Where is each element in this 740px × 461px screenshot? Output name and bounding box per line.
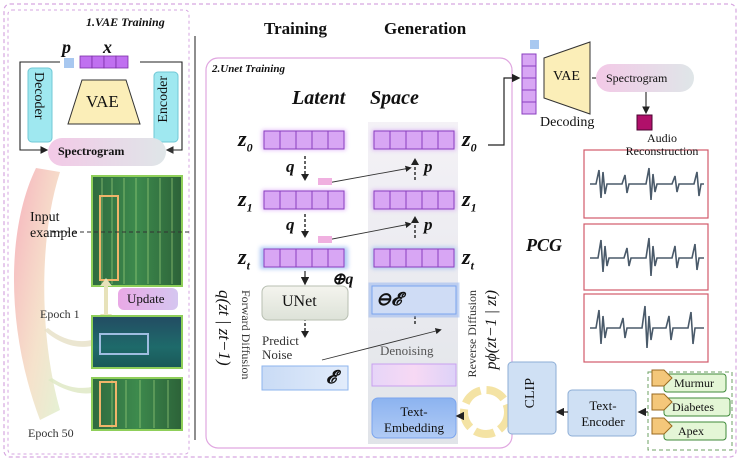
space-header: Space xyxy=(370,87,419,109)
unet-panel xyxy=(205,57,513,449)
vae-training-title: 1.VAE Training xyxy=(86,15,165,29)
output-spectrogram-label: Spectrogram xyxy=(606,71,668,85)
z1-label-right: z1 xyxy=(462,186,477,215)
latent-row-z1-left xyxy=(262,190,346,210)
output-vae-trapezoid xyxy=(543,41,591,115)
unet-label: UNet xyxy=(282,293,317,310)
pcg-panel-1 xyxy=(583,149,709,219)
audio-square xyxy=(636,114,653,131)
denoising-label: Denoising xyxy=(380,343,434,358)
latent-row-z0-right xyxy=(372,130,456,150)
z0-label-right: z0 xyxy=(462,126,477,155)
tag-apex-label: Apex xyxy=(678,424,704,438)
minus-eps-box xyxy=(371,285,457,315)
training-header: Training xyxy=(264,19,327,38)
spectrogram-label: Spectrogram xyxy=(58,144,125,158)
x-latent-cells xyxy=(79,55,129,69)
z1-label-left: z1 xyxy=(238,186,253,215)
output-vae-label: VAE xyxy=(553,69,580,84)
text-encoder-label: Text-Encoder xyxy=(581,398,625,430)
unet-box xyxy=(261,285,349,321)
update-label: Update xyxy=(127,291,165,306)
zt-label-left: zt xyxy=(238,244,250,273)
minus-eps-label: ⊖𝓔 xyxy=(376,289,402,309)
tag-murmur-label: Murmur xyxy=(674,376,714,390)
vae-label: VAE xyxy=(86,92,119,111)
spectrogram-input xyxy=(91,175,183,287)
predict-noise-label: Predict Noise xyxy=(262,333,299,363)
oplus-q-label: ⊕q xyxy=(332,271,354,288)
p-symbol: p xyxy=(62,37,71,57)
clip-box xyxy=(507,361,557,435)
forward-formula: q(zt | zt−1) xyxy=(215,290,234,366)
reverse-diffusion-label: Reverse Diffusion xyxy=(465,290,479,378)
reverse-formula: pϕ(zt−1 | zt) xyxy=(483,290,500,370)
p-label-1: p xyxy=(424,157,433,176)
z0-label-left: z0 xyxy=(238,126,253,155)
decoder-label: Decoder xyxy=(31,72,46,120)
tag-murmur xyxy=(651,369,727,393)
zt-label-right: zt xyxy=(462,244,474,273)
text-embedding-label: Text-Embedding xyxy=(384,404,444,436)
tag-apex xyxy=(651,417,727,441)
tag-diabetes xyxy=(651,393,731,417)
audio-reconstruction-label: Audio Reconstruction xyxy=(625,131,699,159)
pcg-panel-3 xyxy=(583,293,709,363)
decoder-bar xyxy=(27,67,53,143)
noise-box-left xyxy=(261,365,349,391)
pcg-label: PCG xyxy=(526,235,562,255)
q-label-1: q xyxy=(286,157,295,176)
forward-diffusion-label: Forward Diffusion xyxy=(239,290,253,380)
epoch1-label: Epoch 1 xyxy=(40,307,80,321)
latent-row-z1-right xyxy=(372,190,456,210)
latent-header: Latent xyxy=(292,87,346,109)
clip-label: CLIP xyxy=(523,378,538,409)
spectrogram-epoch1 xyxy=(91,315,183,369)
decoding-label: Decoding xyxy=(540,115,595,130)
encoder-bar xyxy=(153,71,179,143)
update-pill xyxy=(118,288,178,310)
outer-frame xyxy=(3,3,737,458)
spectrogram-epoch50 xyxy=(91,377,183,431)
latent-row-zt-right xyxy=(372,247,456,269)
generation-header: Generation xyxy=(384,19,467,38)
epoch50-label: Epoch 50 xyxy=(28,426,74,440)
input-example-label: Input example xyxy=(30,210,78,242)
tags-box xyxy=(647,371,733,451)
big-curved-arrow xyxy=(13,168,60,420)
denoising-box xyxy=(371,363,457,387)
latent-row-z0-left xyxy=(262,130,346,150)
output-p-square xyxy=(530,40,539,49)
text-encoder-box xyxy=(567,389,637,437)
q-label-2: q xyxy=(286,215,295,234)
unet-training-title: 2.Unet Training xyxy=(212,63,285,75)
encoder-label: Encoder xyxy=(156,76,171,123)
vae-trapezoid xyxy=(67,79,141,125)
latent-row-zt-left xyxy=(260,247,348,269)
p-square xyxy=(64,58,74,68)
output-latent-column xyxy=(521,53,537,115)
output-spectrogram-pill xyxy=(596,64,694,92)
spectrogram-pill xyxy=(48,138,166,166)
cycle-ring xyxy=(460,386,512,438)
eps-label: 𝓔 xyxy=(326,367,337,387)
x-symbol: x xyxy=(103,37,112,57)
pcg-panel-2 xyxy=(583,223,709,291)
p-label-2: p xyxy=(424,215,433,234)
tag-diabetes-label: Diabetes xyxy=(672,400,714,414)
